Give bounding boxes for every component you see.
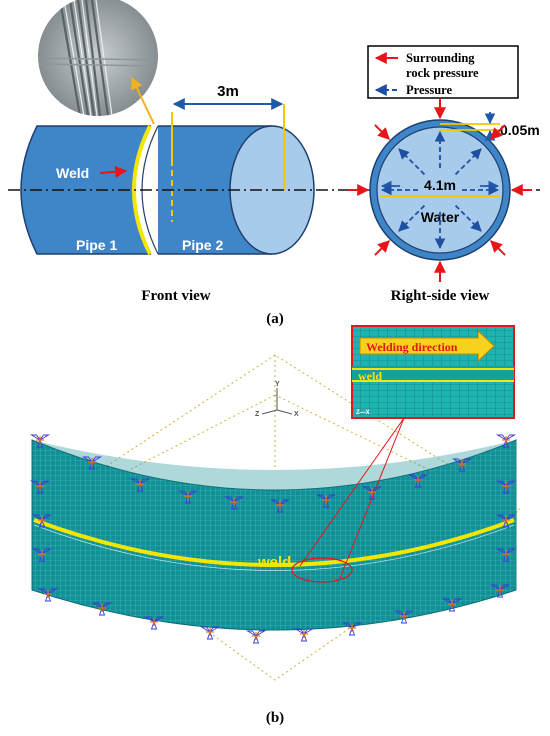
bc-marker-21 [245,630,267,644]
bc-marker-24 [393,610,415,624]
rock-pressure-arrow-3 [374,240,390,256]
panel-a: 3m Weld Pipe 1 Pipe 2 Front view Surroun… [8,0,540,327]
front-view-caption: Front view [141,288,210,304]
bc-marker-7 [361,486,383,500]
rock-pressure-arrow-1 [490,240,506,256]
bc-marker-1 [81,456,103,470]
bc-marker-16 [495,548,517,562]
bc-marker-9 [451,458,473,472]
callout-ellipse [291,557,353,583]
panel-b: Y Z X weld Welding direction weld Z—X (b… [29,325,521,726]
panel-a-label: (a) [266,311,284,327]
weld-label: Weld [56,165,89,181]
welding-direction-arrow [359,329,495,363]
thickness-label: 0.05m [500,122,540,138]
pipe-2-label: Pipe 2 [182,237,223,253]
dim-3m-label: 3m [217,83,239,100]
callout-leader-2 [339,417,405,579]
side-view-caption: Right-side view [391,288,490,304]
bc-marker-10 [495,434,517,448]
pipe-2 [142,125,315,255]
bc-marker-5 [269,499,291,513]
weld-photo [37,0,159,117]
inset-zoom: Welding direction weld Z—X [351,325,515,419]
photo-pointer-arrow [131,76,155,125]
pressure-arrow-3 [398,204,426,232]
pressure-arrow-1 [454,204,482,232]
bc-marker-18 [91,602,113,616]
bc-marker-15 [31,548,53,562]
bc-marker-6 [315,494,337,508]
bc-marker-3 [177,490,199,504]
fem-weld-label: weld [257,554,291,571]
inset-weld-label: weld [358,369,382,383]
axis-z: Z [255,411,260,418]
bc-marker-19 [143,616,165,630]
weld-pointer-arrow [99,165,128,178]
welding-direction-label: Welding direction [366,340,458,354]
bc-marker-26 [489,584,511,598]
bc-marker-12 [495,480,517,494]
fem-weld-line [33,518,515,567]
axis-x: X [294,411,299,418]
pipe-1-label: Pipe 1 [76,237,117,253]
bc-marker-17 [37,588,59,602]
legend-rock-pressure-line1: Surrounding [406,51,475,65]
pressure-arrow-5 [398,148,426,176]
pressure-arrow-7 [454,148,482,176]
axis-triad: Y Z X [255,381,299,418]
boundary-condition-markers [29,434,517,644]
bc-marker-4 [223,496,245,510]
fem-mesh-shell [31,439,517,631]
diameter-label: 4.1m [424,177,456,193]
bc-marker-23 [341,622,363,636]
bc-marker-22 [293,628,315,642]
bc-marker-11 [29,480,51,494]
rock-pressure-arrow-5 [374,124,390,140]
callout-leader-1 [299,417,405,567]
bc-marker-13 [31,514,53,528]
internal-pressure-arrows [380,130,500,250]
bc-marker-20 [199,626,221,640]
inset-axes-label: Z—X [356,410,370,416]
rock-pressure-arrow-7 [490,124,506,140]
rock-pressure-arrows [348,98,532,282]
panel-b-label: (b) [266,710,284,726]
legend-pressure-label: Pressure [406,83,453,97]
legend-rock-pressure-line2: rock pressure [406,66,479,80]
axis-y: Y [275,381,280,388]
legend: Surrounding rock pressure Pressure [367,45,519,99]
bc-marker-2 [129,478,151,492]
bc-marker-25 [441,598,463,612]
bc-marker-0 [29,434,51,448]
bc-marker-8 [407,474,429,488]
bc-marker-14 [495,514,517,528]
